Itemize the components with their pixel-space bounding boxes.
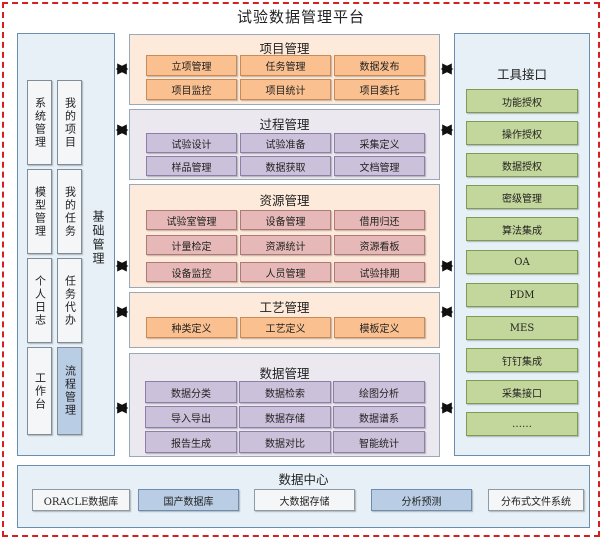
tool-item[interactable]: 功能授权 — [466, 89, 578, 113]
module-item[interactable]: 模板定义 — [334, 317, 425, 338]
datacenter-item[interactable]: ORACLE数据库 — [32, 489, 130, 511]
tool-item[interactable]: 数据授权 — [466, 153, 578, 177]
process-management-title: 过程管理 — [259, 117, 310, 132]
foundation-cell-workflow[interactable]: 流程管理 — [57, 347, 82, 435]
foundation-cell-task-todo[interactable]: 任务代办 — [57, 258, 82, 343]
module-item[interactable]: 数据对比 — [239, 431, 331, 453]
module-item[interactable]: 试验设计 — [146, 133, 237, 153]
module-item[interactable]: 项目统计 — [240, 79, 331, 100]
module-item[interactable]: 数据谱系 — [333, 406, 425, 428]
datacenter-title: 数据中心 — [278, 472, 329, 487]
module-item[interactable]: 设备管理 — [240, 210, 331, 230]
tool-item[interactable]: …… — [466, 412, 578, 436]
module-item[interactable]: 数据发布 — [334, 55, 425, 76]
module-item[interactable]: 试验排期 — [334, 262, 425, 282]
project-management-title: 项目管理 — [259, 41, 310, 56]
module-item[interactable]: 种类定义 — [146, 317, 237, 338]
module-item[interactable]: 项目委托 — [334, 79, 425, 100]
data-management-title: 数据管理 — [259, 366, 310, 381]
module-item[interactable]: 借用归还 — [334, 210, 425, 230]
module-item[interactable]: 智能统计 — [333, 431, 425, 453]
module-item[interactable]: 资源统计 — [240, 235, 331, 255]
tools-title: 工具接口 — [496, 67, 547, 82]
module-item[interactable]: 文档管理 — [334, 156, 425, 176]
module-item[interactable]: 数据检索 — [239, 381, 331, 403]
resource-management-title: 资源管理 — [259, 193, 310, 208]
module-item[interactable]: 数据获取 — [240, 156, 331, 176]
tool-item[interactable]: 钉钉集成 — [466, 348, 578, 372]
module-item[interactable]: 工艺定义 — [240, 317, 331, 338]
module-item[interactable]: 数据存储 — [239, 406, 331, 428]
foundation-cell-my-projects[interactable]: 我的项目 — [57, 80, 82, 165]
module-item[interactable]: 绘图分析 — [333, 381, 425, 403]
module-item[interactable]: 立项管理 — [146, 55, 237, 76]
resource-management-module: 资源管理 试验室管理 设备管理 借用归还 计量检定 资源统计 资源看板 设备监控… — [129, 184, 440, 288]
module-item[interactable]: 设备监控 — [146, 262, 237, 282]
foundation-cell-workbench[interactable]: 工作台 — [27, 347, 52, 435]
foundation-label: 基础管理 — [91, 210, 105, 266]
tool-item[interactable]: PDM — [466, 283, 578, 307]
module-item[interactable]: 项目监控 — [146, 79, 237, 100]
craft-management-module: 工艺管理 种类定义 工艺定义 模板定义 — [129, 292, 440, 348]
tool-item[interactable]: 操作授权 — [466, 121, 578, 145]
foundation-cell-my-tasks[interactable]: 我的任务 — [57, 169, 82, 254]
foundation-cell-personal-log[interactable]: 个人日志 — [27, 258, 52, 343]
tool-item[interactable]: 算法集成 — [466, 217, 578, 241]
datacenter-item[interactable]: 大数据存储 — [254, 489, 355, 511]
data-management-module: 数据管理 数据分类 数据检索 绘图分析 导入导出 数据存储 数据谱系 报告生成 … — [129, 353, 440, 457]
module-item[interactable]: 任务管理 — [240, 55, 331, 76]
datacenter-panel: 数据中心 ORACLE数据库 国产数据库 大数据存储 分析预测 分布式文件系统 — [17, 465, 590, 528]
tool-item[interactable]: MES — [466, 316, 578, 340]
tool-item[interactable]: 采集接口 — [466, 380, 578, 404]
module-item[interactable]: 数据分类 — [145, 381, 237, 403]
foundation-cell-model[interactable]: 模型管理 — [27, 169, 52, 254]
foundation-cell-system[interactable]: 系统管理 — [27, 80, 52, 165]
module-item[interactable]: 采集定义 — [334, 133, 425, 153]
module-item[interactable]: 资源看板 — [334, 235, 425, 255]
project-management-module: 项目管理 立项管理 任务管理 数据发布 项目监控 项目统计 项目委托 — [129, 34, 440, 105]
datacenter-item[interactable]: 分析预测 — [371, 489, 472, 511]
process-management-module: 过程管理 试验设计 试验准备 采集定义 样品管理 数据获取 文档管理 — [129, 109, 440, 180]
module-item[interactable]: 试验准备 — [240, 133, 331, 153]
datacenter-item[interactable]: 分布式文件系统 — [488, 489, 584, 511]
tools-panel: 工具接口 功能授权 操作授权 数据授权 密级管理 算法集成 OA PDM MES… — [454, 33, 590, 456]
datacenter-item[interactable]: 国产数据库 — [138, 489, 239, 511]
module-item[interactable]: 人员管理 — [240, 262, 331, 282]
module-item[interactable]: 计量检定 — [146, 235, 237, 255]
module-item[interactable]: 导入导出 — [145, 406, 237, 428]
foundation-panel: 系统管理 我的项目 模型管理 我的任务 个人日志 任务代办 工作台 流程管理 基… — [17, 33, 115, 456]
module-item[interactable]: 样品管理 — [146, 156, 237, 176]
module-item[interactable]: 报告生成 — [145, 431, 237, 453]
tool-item[interactable]: OA — [466, 250, 578, 274]
tool-item[interactable]: 密级管理 — [466, 185, 578, 209]
craft-management-title: 工艺管理 — [259, 300, 310, 315]
platform-title: 试验数据管理平台 — [236, 8, 365, 26]
module-item[interactable]: 试验室管理 — [146, 210, 237, 230]
